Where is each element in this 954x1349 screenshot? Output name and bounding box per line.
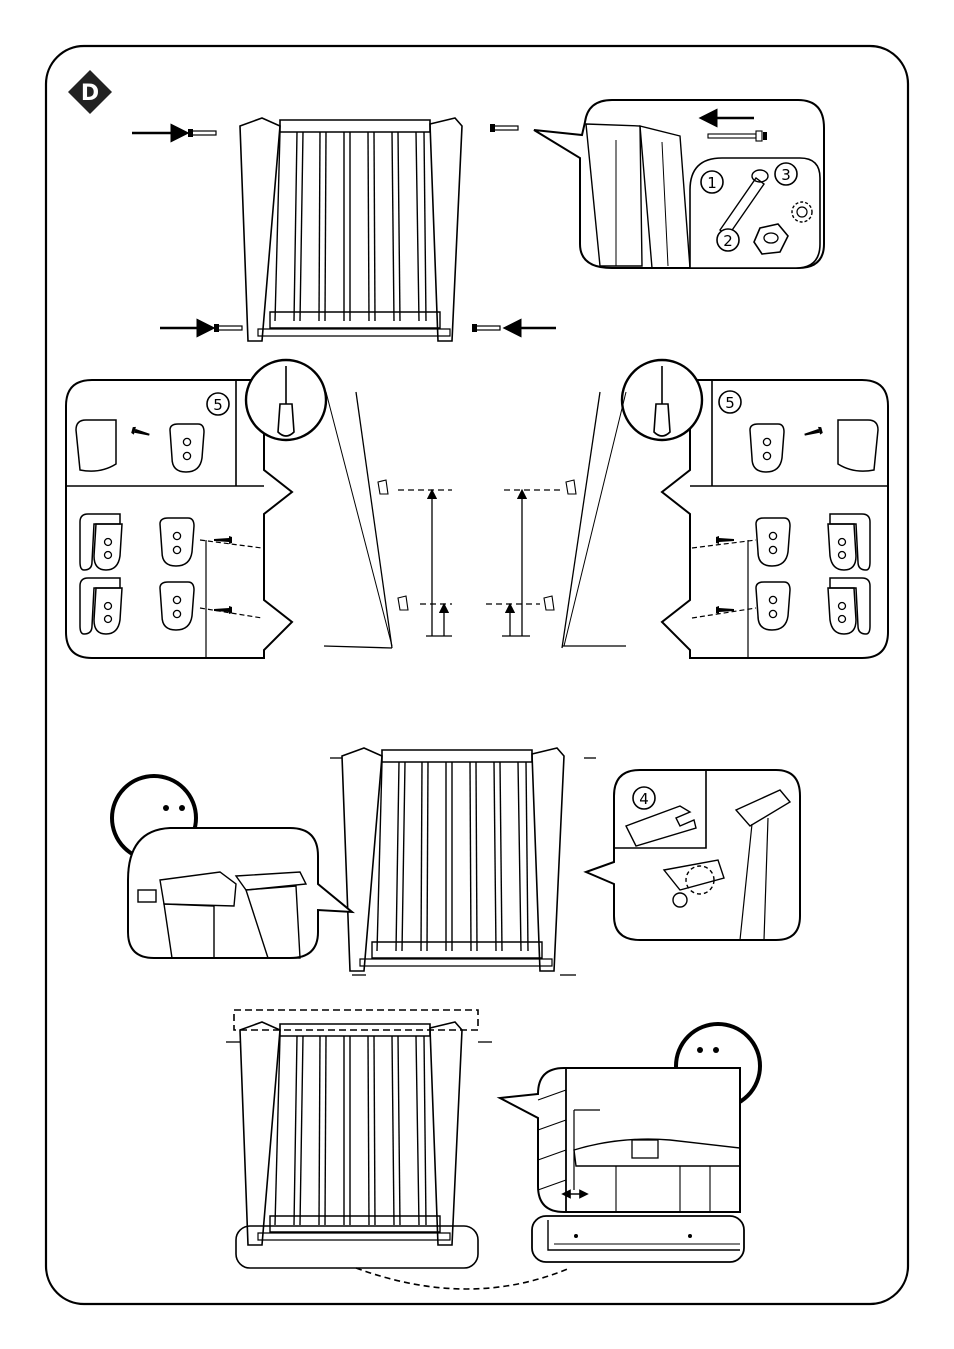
gate-bottom [240,1022,462,1245]
incorrect-detail-callout [128,828,352,958]
right-screwdriver-lens [622,360,702,440]
part-number-bolt: 1 [707,174,717,192]
section-badge: D [68,70,112,114]
gate-top [240,118,462,341]
part-number-wrench: 4 [639,790,649,808]
section-letter: D [81,81,99,106]
bolt-detail-callout: 1 2 3 [534,100,824,268]
part-number-washer: 3 [781,166,791,184]
part-number-nut: 2 [723,232,733,250]
wall-measurement [324,392,626,648]
bottom-rail-zoom [532,1216,744,1262]
top-rail-highlight [234,1010,478,1030]
left-screwdriver-lens [246,360,326,440]
part-number-cup-right: 5 [725,394,735,412]
zoom-connector [356,1268,570,1289]
correct-detail-callout [500,1068,740,1212]
gate-middle [342,748,564,971]
wrench-detail-callout: 4 [586,770,800,940]
part-number-cup-left: 5 [213,396,223,414]
